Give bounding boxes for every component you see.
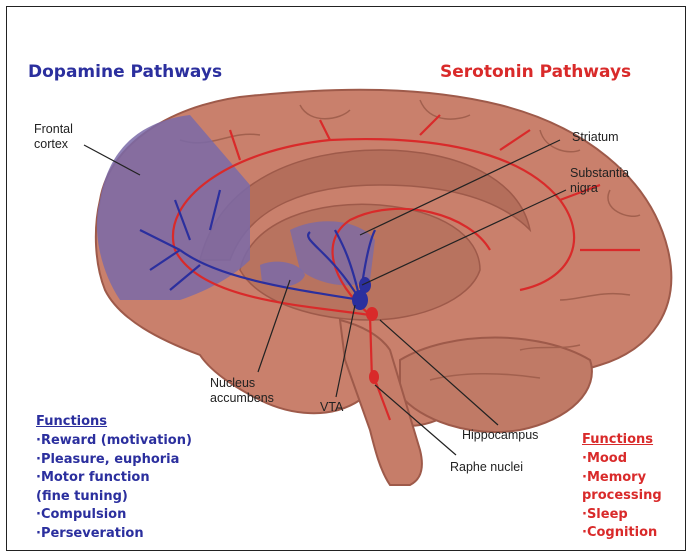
dopamine-functions-list: ·Reward (motivation) ·Pleasure, euphoria… <box>36 432 192 543</box>
vta-label: VTA <box>320 400 343 415</box>
dopamine-function-item: ·Pleasure, euphoria <box>36 451 192 470</box>
dopamine-function-item: ·Perseveration <box>36 525 192 544</box>
raphe-nuclei-label: Raphe nuclei <box>450 460 523 475</box>
serotonin-function-item: ·Memory <box>582 469 662 488</box>
serotonin-functions-list: ·Mood ·Memory processing ·Sleep ·Cogniti… <box>582 450 662 543</box>
dopamine-pathways-title: Dopamine Pathways <box>28 62 222 82</box>
serotonin-function-item: ·Mood <box>582 450 662 469</box>
substantia-nigra-label: Substantia nigra <box>570 166 629 196</box>
dopamine-function-item: ·Compulsion <box>36 506 192 525</box>
raphe-blob-upper <box>366 307 378 321</box>
nucleus-accumbens-label-line1: Nucleus <box>210 376 274 391</box>
nucleus-accumbens-label: Nucleus accumbens <box>210 376 274 406</box>
substantia-nigra-blob <box>359 277 371 293</box>
dopamine-function-item: ·Reward (motivation) <box>36 432 192 451</box>
cerebellum <box>400 338 592 432</box>
substantia-nigra-label-line2: nigra <box>570 181 629 196</box>
frontal-cortex-label: Frontal cortex <box>34 122 73 152</box>
serotonin-function-item: ·Sleep <box>582 506 662 525</box>
dopamine-function-item: ·Motor function <box>36 469 192 488</box>
frontal-cortex-label-line2: cortex <box>34 137 73 152</box>
nucleus-accumbens-label-line2: accumbens <box>210 391 274 406</box>
substantia-nigra-label-line1: Substantia <box>570 166 629 181</box>
hippocampus-label: Hippocampus <box>462 428 538 443</box>
striatum-label: Striatum <box>572 130 619 145</box>
frontal-cortex-label-line1: Frontal <box>34 122 73 137</box>
serotonin-pathways-title: Serotonin Pathways <box>440 62 631 82</box>
dopamine-functions-heading: Functions <box>36 414 107 429</box>
dopamine-function-item: (fine tuning) <box>36 488 192 507</box>
serotonin-functions-heading: Functions <box>582 432 653 447</box>
serotonin-function-item: ·Cognition <box>582 524 662 543</box>
serotonin-function-item: processing <box>582 487 662 506</box>
raphe-blob-lower <box>369 370 379 384</box>
